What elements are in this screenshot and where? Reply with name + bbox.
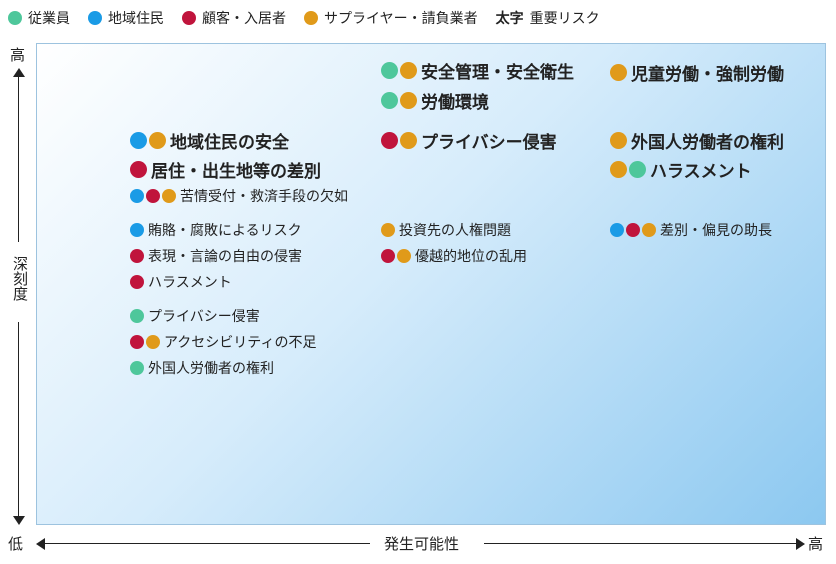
customer-dot-icon	[626, 223, 640, 237]
supplier-dot-icon	[146, 335, 160, 349]
risk-item: 投資先の人権問題	[381, 220, 511, 240]
x-axis-right-arrow-icon	[796, 538, 805, 550]
y-axis-line-upper	[18, 76, 19, 242]
supplier-dot-icon	[397, 249, 411, 263]
supplier-dot-icon	[149, 132, 166, 149]
risk-item: 差別・偏見の助長	[610, 220, 772, 240]
risk-label: ハラスメント	[650, 162, 752, 182]
risk-item: 労働環境	[381, 88, 489, 113]
supplier-dot-icon	[610, 132, 627, 149]
customer-dot-icon	[130, 335, 144, 349]
legend-supplier-label: サプライヤー・請負業者	[324, 11, 478, 27]
community-dot-icon	[130, 132, 147, 149]
risk-item: 地域住民の安全	[130, 128, 289, 153]
risk-item: 外国人労働者の権利	[130, 358, 274, 378]
y-axis-low-label: 低	[8, 535, 24, 553]
y-axis-title: 深刻度	[10, 256, 29, 306]
supplier-dot-icon	[610, 161, 627, 178]
risk-item: 居住・出生地等の差別	[130, 157, 321, 182]
risk-label: アクセシビリティの不足	[164, 335, 317, 351]
employee-dot-icon	[130, 361, 144, 375]
supplier-dot-icon	[304, 11, 318, 25]
x-axis-line-right	[484, 543, 796, 544]
x-axis-left-arrow-icon	[36, 538, 45, 550]
community-dot-icon	[130, 223, 144, 237]
risk-item: ハラスメント	[610, 157, 752, 182]
risk-label: プライバシー侵害	[421, 133, 557, 153]
legend-bold-label: 太字	[495, 11, 524, 27]
legend-employee: 従業員	[8, 8, 70, 28]
y-axis-up-arrow-icon	[13, 68, 25, 77]
risk-item: 外国人労働者の権利	[610, 128, 784, 153]
customer-dot-icon	[146, 189, 160, 203]
legend-customer-label: 顧客・入居者	[202, 11, 286, 27]
risk-item: ハラスメント	[130, 272, 232, 292]
risk-label: 投資先の人権問題	[399, 223, 511, 239]
risk-item: 優越的地位の乱用	[381, 246, 527, 266]
risk-label: ハラスメント	[148, 275, 232, 291]
customer-dot-icon	[381, 249, 395, 263]
risk-item: 賄賂・腐敗によるリスク	[130, 220, 302, 240]
legend: 従業員 地域住民 顧客・入居者 サプライヤー・請負業者 太字 重要リスク	[8, 8, 618, 28]
risk-item: 児童労働・強制労働	[610, 60, 784, 85]
supplier-dot-icon	[400, 92, 417, 109]
supplier-dot-icon	[610, 64, 627, 81]
legend-customer: 顧客・入居者	[182, 8, 286, 28]
risk-item: 表現・言論の自由の侵害	[130, 246, 302, 266]
risk-map-plot-area	[36, 43, 826, 525]
risk-label: 外国人労働者の権利	[631, 133, 784, 153]
supplier-dot-icon	[162, 189, 176, 203]
risk-item: プライバシー侵害	[130, 306, 260, 326]
risk-item: 苦情受付・救済手段の欠如	[130, 186, 348, 206]
risk-item: アクセシビリティの不足	[130, 332, 316, 352]
x-axis-high-label: 高	[808, 535, 824, 553]
supplier-dot-icon	[642, 223, 656, 237]
risk-label: プライバシー侵害	[148, 309, 260, 325]
risk-label: 児童労働・強制労働	[631, 65, 784, 85]
risk-label: 差別・偏見の助長	[660, 223, 772, 239]
customer-dot-icon	[130, 249, 144, 263]
legend-community-label: 地域住民	[108, 11, 164, 27]
legend-supplier: サプライヤー・請負業者	[304, 8, 478, 28]
risk-label: 優越的地位の乱用	[415, 249, 527, 265]
supplier-dot-icon	[381, 223, 395, 237]
employee-dot-icon	[130, 309, 144, 323]
y-axis-high-label: 高	[10, 46, 26, 64]
risk-item: 安全管理・安全衛生	[381, 58, 574, 83]
risk-label: 賄賂・腐敗によるリスク	[148, 223, 302, 239]
employee-dot-icon	[381, 92, 398, 109]
risk-label: 労働環境	[421, 93, 489, 113]
legend-employee-label: 従業員	[28, 11, 70, 27]
y-axis-line-lower	[18, 322, 19, 516]
customer-dot-icon	[381, 132, 398, 149]
y-axis-down-arrow-icon	[13, 516, 25, 525]
employee-dot-icon	[8, 11, 22, 25]
risk-label: 苦情受付・救済手段の欠如	[180, 189, 348, 205]
risk-label: 居住・出生地等の差別	[151, 162, 321, 182]
risk-item: プライバシー侵害	[381, 128, 557, 153]
y-axis-title-text: 深刻度	[11, 256, 29, 301]
supplier-dot-icon	[400, 62, 417, 79]
employee-dot-icon	[381, 62, 398, 79]
risk-label: 安全管理・安全衛生	[421, 63, 574, 83]
risk-label: 地域住民の安全	[170, 133, 289, 153]
risk-label: 外国人労働者の権利	[148, 361, 274, 377]
customer-dot-icon	[130, 275, 144, 289]
legend-bold-meaning: 重要リスク	[529, 11, 600, 27]
x-axis-line-left	[44, 543, 370, 544]
supplier-dot-icon	[400, 132, 417, 149]
community-dot-icon	[88, 11, 102, 25]
x-axis-title: 発生可能性	[384, 535, 460, 553]
legend-bold: 太字 重要リスク	[496, 8, 600, 28]
community-dot-icon	[610, 223, 624, 237]
customer-dot-icon	[130, 161, 147, 178]
employee-dot-icon	[629, 161, 646, 178]
legend-community: 地域住民	[88, 8, 164, 28]
customer-dot-icon	[182, 11, 196, 25]
community-dot-icon	[130, 189, 144, 203]
risk-label: 表現・言論の自由の侵害	[148, 249, 302, 265]
